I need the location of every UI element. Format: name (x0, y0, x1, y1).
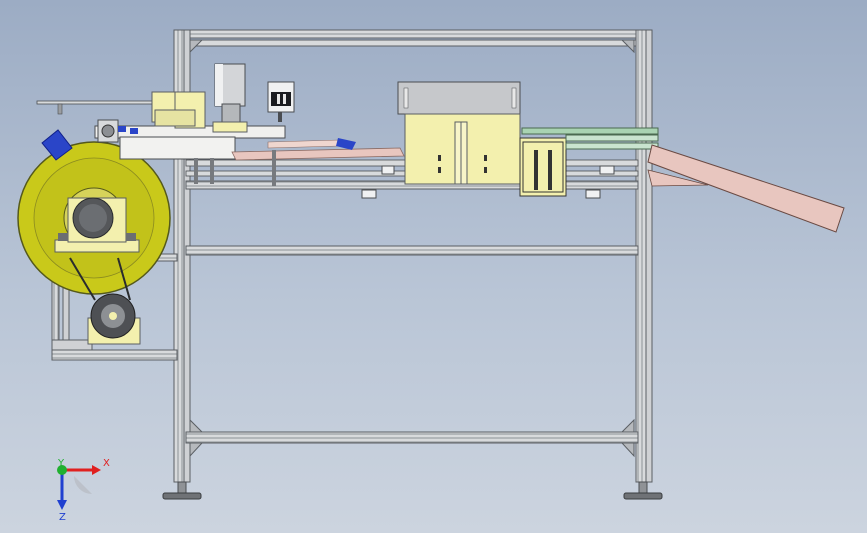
top-beam-lower (184, 39, 641, 47)
applicator-housing (397, 81, 521, 185)
right-pillar-inner (645, 29, 653, 483)
reel-motor (69, 257, 141, 345)
side-unit (519, 127, 659, 197)
middle-beam (185, 245, 639, 256)
right-foot (623, 481, 663, 500)
axis-y-label: Y (57, 458, 65, 469)
sensor-unit (267, 81, 295, 122)
pneumatic-cylinder (212, 63, 248, 133)
top-beam (176, 29, 645, 39)
axis-z-label: Z (59, 512, 66, 523)
output-chute (647, 144, 845, 233)
reel-bearing (54, 197, 140, 253)
coordinate-triad: X Y Z (57, 458, 110, 523)
axis-x-label: X (103, 458, 110, 469)
right-pillar (635, 29, 647, 483)
left-pillar-inner (183, 29, 191, 483)
bottom-beam (185, 431, 639, 444)
left-foot (162, 481, 202, 500)
